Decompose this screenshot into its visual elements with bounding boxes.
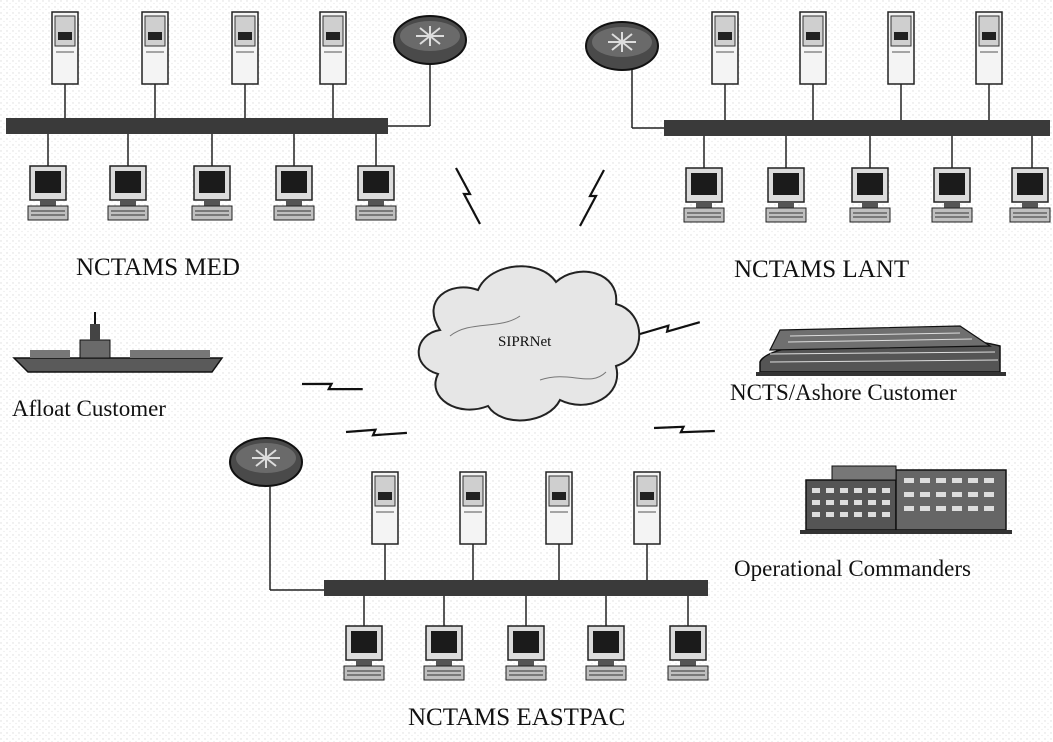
lant-server-4 bbox=[975, 11, 1003, 85]
eastpac-workstation-2 bbox=[423, 625, 465, 681]
operational-commanders-label: Operational Commanders bbox=[734, 556, 971, 581]
med-server-1 bbox=[51, 11, 79, 85]
lant-workstation-4 bbox=[931, 167, 973, 223]
med-server-4 bbox=[319, 11, 347, 85]
eastpac-router-icon bbox=[229, 437, 303, 487]
lant-server-1 bbox=[711, 11, 739, 85]
eastpac-cluster bbox=[229, 437, 709, 681]
eastpac-server-3 bbox=[545, 471, 573, 545]
med-workstation-2 bbox=[107, 165, 149, 221]
eastpac-workstation-1 bbox=[343, 625, 385, 681]
med-site-label: NCTAMS MED bbox=[76, 254, 240, 281]
siprnet-cloud bbox=[417, 265, 641, 422]
med-workstation-5 bbox=[355, 165, 397, 221]
med-workstation-3 bbox=[191, 165, 233, 221]
ashore-building-icon bbox=[756, 325, 1006, 376]
lant-workstation-5 bbox=[1009, 167, 1051, 223]
lant-workstation-3 bbox=[849, 167, 891, 223]
siprnet-label: SIPRNet bbox=[498, 334, 552, 350]
lant-network-bus bbox=[664, 120, 1050, 136]
eastpac-server-4 bbox=[633, 471, 661, 545]
lant-cluster bbox=[585, 11, 1051, 223]
eastpac-network-bus bbox=[324, 580, 708, 596]
eastpac-workstation-4 bbox=[585, 625, 627, 681]
med-cluster bbox=[6, 11, 467, 221]
med-network-bus bbox=[6, 118, 388, 134]
eastpac-workstation-5 bbox=[667, 625, 709, 681]
ashore-customer-label: NCTS/Ashore Customer bbox=[730, 380, 957, 405]
ship-icon bbox=[12, 312, 224, 373]
med-router-icon bbox=[393, 15, 467, 65]
med-workstation-1 bbox=[27, 165, 69, 221]
lant-workstation-1 bbox=[683, 167, 725, 223]
med-server-2 bbox=[141, 11, 169, 85]
afloat-customer-label: Afloat Customer bbox=[12, 396, 166, 421]
eastpac-server-1 bbox=[371, 471, 399, 545]
lant-server-2 bbox=[799, 11, 827, 85]
med-server-3 bbox=[231, 11, 259, 85]
med-workstation-4 bbox=[273, 165, 315, 221]
eastpac-site-label: NCTAMS EASTPAC bbox=[408, 704, 626, 731]
lant-server-3 bbox=[887, 11, 915, 85]
lant-site-label: NCTAMS LANT bbox=[734, 256, 910, 283]
lant-workstation-2 bbox=[765, 167, 807, 223]
eastpac-workstation-3 bbox=[505, 625, 547, 681]
eastpac-server-2 bbox=[459, 471, 487, 545]
lant-router-icon bbox=[585, 21, 659, 71]
operational-building-icon bbox=[800, 465, 1012, 534]
